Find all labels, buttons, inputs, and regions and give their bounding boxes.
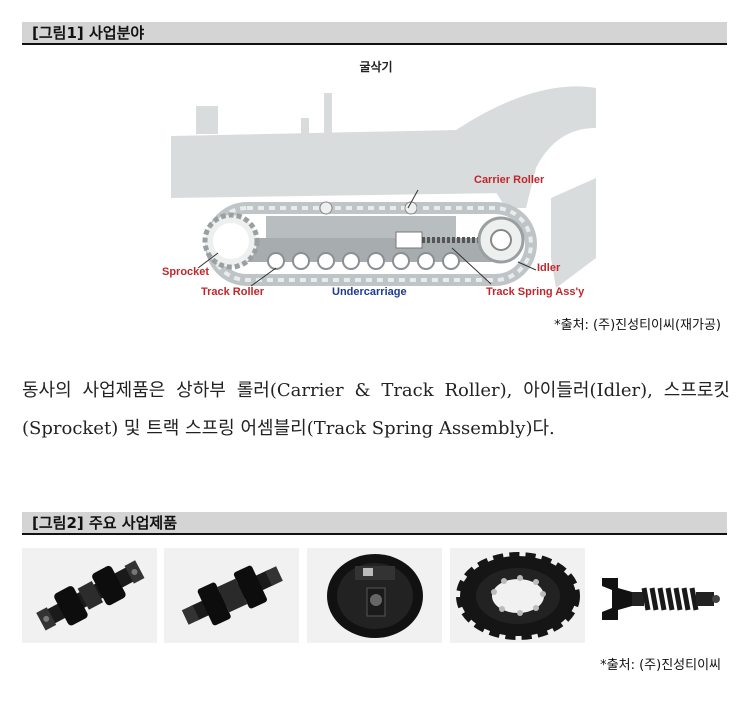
label-carrier-roller: Carrier Roller [474, 174, 545, 186]
product-track-roller-image [164, 548, 299, 643]
product-photos [22, 548, 727, 643]
product-sprocket-image [450, 548, 585, 643]
figure1-source: *출처: (주)진성티이씨(재가공) [554, 318, 721, 333]
figure2-header: [그림2] 주요 사업제품 [22, 512, 727, 535]
label-idler: Idler [537, 262, 561, 274]
product-carrier-roller-image [22, 548, 157, 643]
label-undercarriage: Undercarriage [332, 286, 407, 298]
product-idler-image [307, 548, 442, 643]
product-track-spring-image [592, 548, 727, 643]
label-track-roller: Track Roller [201, 286, 264, 298]
figure1-header: [그림1] 사업분야 [22, 22, 727, 45]
body-paragraph: 동사의 사업제품은 상하부 롤러(Carrier & Track Roller)… [22, 380, 730, 439]
label-track-spring: Track Spring Ass'y [486, 286, 585, 298]
excavator-illustration [171, 86, 596, 288]
figure2-source: *출처: (주)진성티이씨 [600, 658, 721, 673]
label-sprocket: Sprocket [162, 266, 210, 278]
diagram-title: 굴삭기 [359, 60, 393, 74]
excavator-undercarriage-diagram: 굴삭기 Carrier Roller Sprocket Idler Track … [156, 58, 596, 300]
